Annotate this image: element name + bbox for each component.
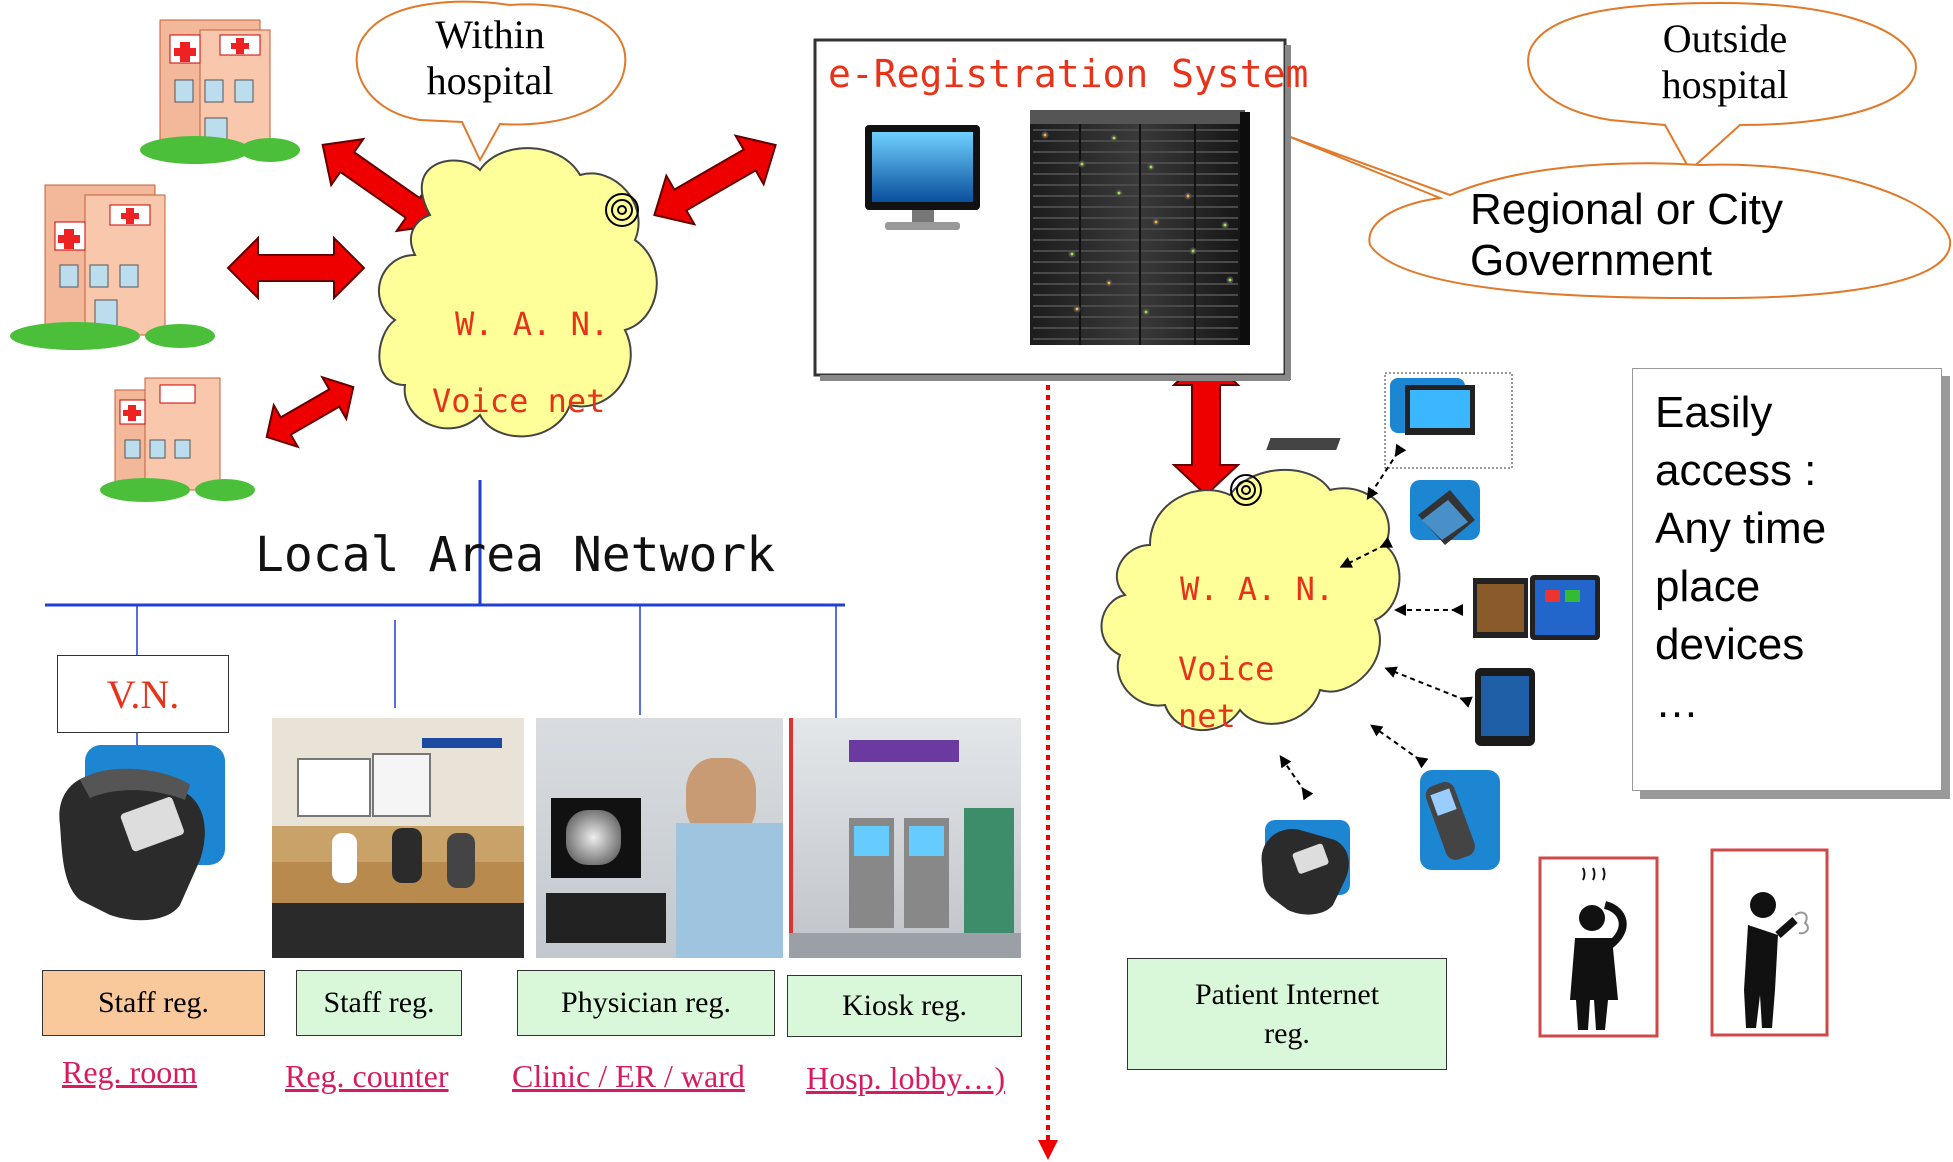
vn-box: V.N. [57, 655, 229, 733]
wan-cloud-right [1100, 469, 1401, 732]
patient-headache-icon [1538, 856, 1659, 1038]
wan-left-line1: W. A. N. [455, 305, 610, 343]
monitor-icon [865, 125, 980, 230]
smartphone-icon [1475, 668, 1535, 746]
wan-cloud-left [377, 147, 658, 438]
double-arrow-hospital-2 [226, 235, 366, 301]
wan-left-line2: Voice net [432, 382, 606, 420]
device-connector-arrows [1279, 443, 1473, 801]
patient-coughing-icon [1710, 848, 1829, 1037]
double-arrow-system [653, 134, 777, 226]
desktop-computer-icon [1266, 372, 1513, 469]
lan-lines [45, 480, 845, 607]
server-rack-icon [1030, 110, 1250, 345]
double-arrow-hospital-3 [265, 375, 355, 449]
callout-within: Within hospital [426, 12, 554, 103]
photo-kiosk [789, 718, 1021, 958]
callout-within-shape [355, 0, 627, 163]
lan-label: Local Area Network [255, 527, 776, 583]
access-text: Easily access : Any time place devices … [1655, 388, 1827, 727]
wan-right-line3: net [1178, 697, 1236, 735]
hospital-icon-2 [10, 184, 215, 350]
callout-government-shape [1284, 134, 1952, 300]
reg-box-staff-counter: Staff reg. [296, 970, 462, 1036]
desk-phone-icon-right [1261, 820, 1350, 915]
wan-connector-icon-right [1230, 474, 1262, 506]
reg-box-physician: Physician reg. [517, 970, 775, 1036]
callout-outside: Outside hospital [1661, 16, 1789, 107]
location-reg-room: Reg. room [62, 1054, 198, 1090]
reg-box-staff-room: Staff reg. [42, 970, 265, 1036]
location-clinic: Clinic / ER / ward [512, 1058, 745, 1094]
access-box: Easily access : Any time place devices … [1632, 368, 1942, 791]
desk-phone-icon-left [59, 745, 225, 921]
reg-box-patient-internet: Patient Internet reg. [1127, 958, 1447, 1070]
wan-right-line2: Voice [1178, 650, 1275, 688]
wan-right-line1: W. A. N. [1180, 570, 1335, 608]
hospital-icon-3 [100, 377, 255, 502]
photo-reg-counter [272, 718, 524, 958]
vn-label: V.N. [106, 671, 180, 717]
callout-outside-shape [1527, 1, 1917, 172]
location-reg-counter: Reg. counter [285, 1058, 449, 1094]
hospital-icon-1 [140, 19, 300, 164]
tablet-icon [1473, 575, 1600, 640]
wan-connector-icon-left [605, 193, 639, 227]
system-title: e-Registration System [828, 52, 1309, 96]
reg-box-kiosk: Kiosk reg. [787, 975, 1022, 1037]
callout-government: Regional or City Government [1470, 185, 1784, 285]
mobile-phone-icon [1420, 770, 1500, 870]
photo-clinic [536, 718, 783, 958]
laptop-icon [1410, 480, 1480, 545]
location-lobby: Hosp. lobby…) [806, 1060, 1006, 1096]
